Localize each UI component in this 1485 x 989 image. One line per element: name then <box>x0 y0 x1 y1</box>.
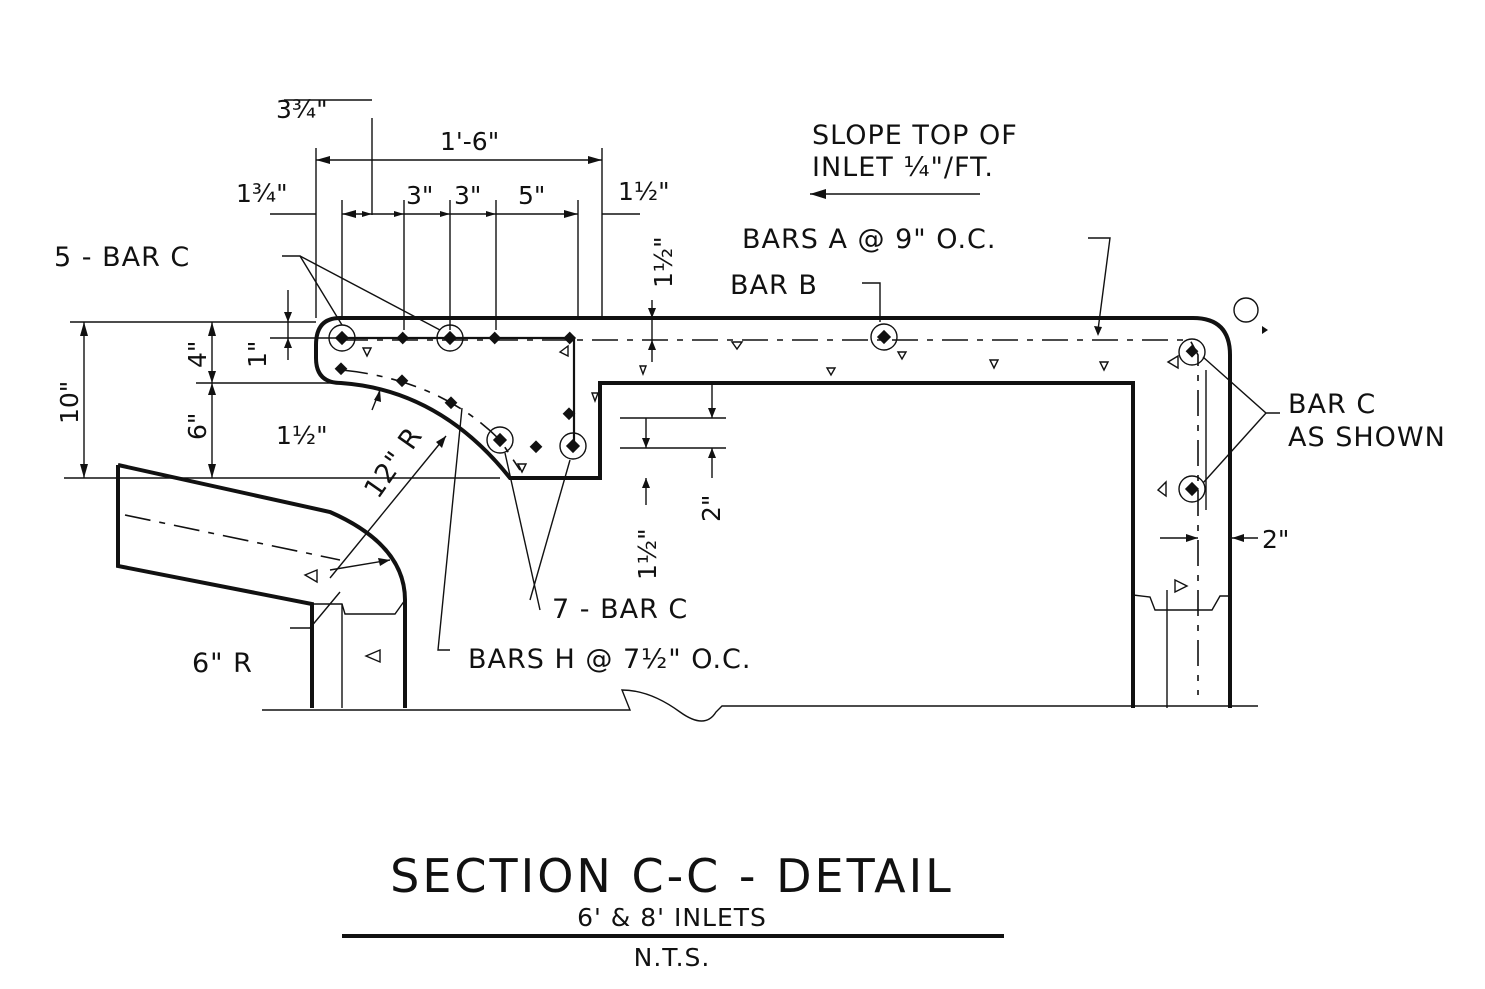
slope-note-line1: SLOPE TOP OF <box>812 120 1018 151</box>
page-title: SECTION C-C - DETAIL <box>390 849 954 903</box>
dim-2-right: 2" <box>1262 525 1289 554</box>
bars-h-callout: BARS H @ 7½" O.C. <box>468 644 751 675</box>
bars-a-callout: BARS A @ 9" O.C. <box>742 224 996 255</box>
dim-3-3-4: 3¾" <box>276 95 328 124</box>
dimension-lines <box>64 99 1258 542</box>
aggregate-marks <box>303 341 1189 664</box>
bar-c-circle-3 <box>486 426 514 454</box>
bar-c-circle-right-bottom <box>1178 475 1206 503</box>
dim-1-3-4: 1¾" <box>236 179 288 208</box>
radius-6-label: 6" R <box>192 648 253 679</box>
dim-3b: 3" <box>454 181 481 210</box>
dim-1-1-2-top: 1½" <box>618 177 670 206</box>
dim-3a: 3" <box>406 181 433 210</box>
bar-b-circle <box>870 323 898 351</box>
dim-2-vert: 2" <box>697 495 726 522</box>
scale-note: N.T.S. <box>634 943 711 972</box>
bar-c-circle-4 <box>559 432 587 460</box>
bar-c-circle-right-top <box>1178 338 1206 366</box>
bar-c-as-shown-line2: AS SHOWN <box>1288 422 1446 453</box>
radius-12-label: 12" R <box>358 421 429 504</box>
dim-1-1-2-vert: 1½" <box>649 236 678 288</box>
dim-4: 4" <box>183 341 212 368</box>
dim-1-6: 1'-6" <box>440 127 499 156</box>
bar-c-as-shown-line1: BAR C <box>1288 389 1376 420</box>
concrete-outline <box>116 316 1258 722</box>
dim-1: 1" <box>243 341 272 368</box>
title-block: SECTION C-C - DETAIL 6' & 8' INLETS N.T.… <box>342 849 1004 972</box>
dim-1-1-2-left: 1½" <box>276 421 328 450</box>
page-subtitle: 6' & 8' INLETS <box>577 903 767 932</box>
leader-lines <box>282 189 1280 651</box>
dim-6: 6" <box>183 413 212 440</box>
dim-10: 10" <box>55 381 84 424</box>
bar-c-5-callout: 5 - BAR C <box>54 242 190 273</box>
bar-c-7-callout: 7 - BAR C <box>552 594 688 625</box>
bar-b-callout: BAR B <box>730 270 818 301</box>
rebar-bars <box>328 297 1268 503</box>
dim-1-1-2-lower: 1½" <box>633 528 662 580</box>
slope-note-line2: INLET ¼"/FT. <box>812 152 994 183</box>
dim-5: 5" <box>518 181 545 210</box>
